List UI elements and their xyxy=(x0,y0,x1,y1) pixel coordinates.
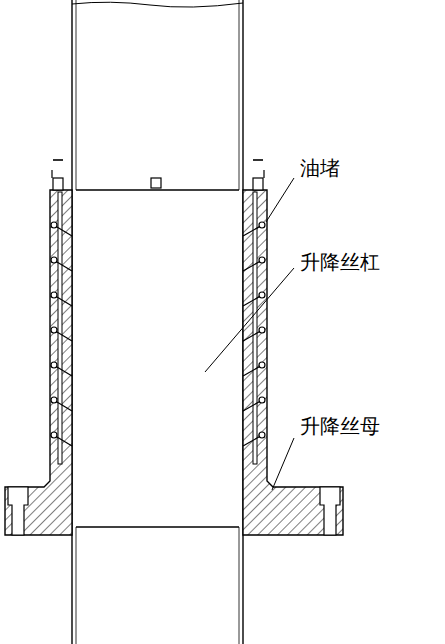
oil-plug xyxy=(259,397,265,403)
screw-edge xyxy=(239,527,240,644)
oil-plug xyxy=(259,362,265,368)
oil-passage xyxy=(58,192,62,464)
oil-plug xyxy=(51,327,57,333)
nut-top-edge xyxy=(76,189,239,190)
screw-edge xyxy=(76,0,77,190)
nut-right-wall xyxy=(243,190,343,535)
oil-plug xyxy=(259,432,265,438)
marker xyxy=(53,159,63,161)
clamp-tab xyxy=(151,178,161,188)
oil-passage xyxy=(253,192,257,464)
oil-plug xyxy=(259,257,265,263)
fitting-stem xyxy=(51,170,52,178)
oil-fitting xyxy=(253,178,263,190)
leader-line xyxy=(266,178,294,222)
bolt-hole xyxy=(8,487,28,535)
oil-plug xyxy=(51,432,57,438)
fitting-stem xyxy=(263,170,264,178)
oil-fitting xyxy=(53,178,63,190)
leader-line xyxy=(272,438,294,490)
oil-plug xyxy=(51,397,57,403)
leader-line xyxy=(205,268,294,372)
part-label: 油堵 xyxy=(298,156,342,180)
part-label: 升降丝杠 xyxy=(298,250,382,274)
screw-edge xyxy=(239,0,240,190)
part-label: 升降丝母 xyxy=(298,414,382,438)
oil-plug xyxy=(51,222,57,228)
oil-plug xyxy=(259,327,265,333)
nut-bottom-edge xyxy=(76,526,239,527)
oil-plug xyxy=(259,292,265,298)
oil-plug xyxy=(259,222,265,228)
marker xyxy=(253,159,263,161)
nut-left-wall xyxy=(5,190,72,535)
break-line xyxy=(72,2,243,7)
oil-plug xyxy=(51,362,57,368)
oil-plug xyxy=(51,257,57,263)
oil-plug xyxy=(51,292,57,298)
screw-edge xyxy=(76,527,77,644)
bolt-hole xyxy=(320,487,340,535)
